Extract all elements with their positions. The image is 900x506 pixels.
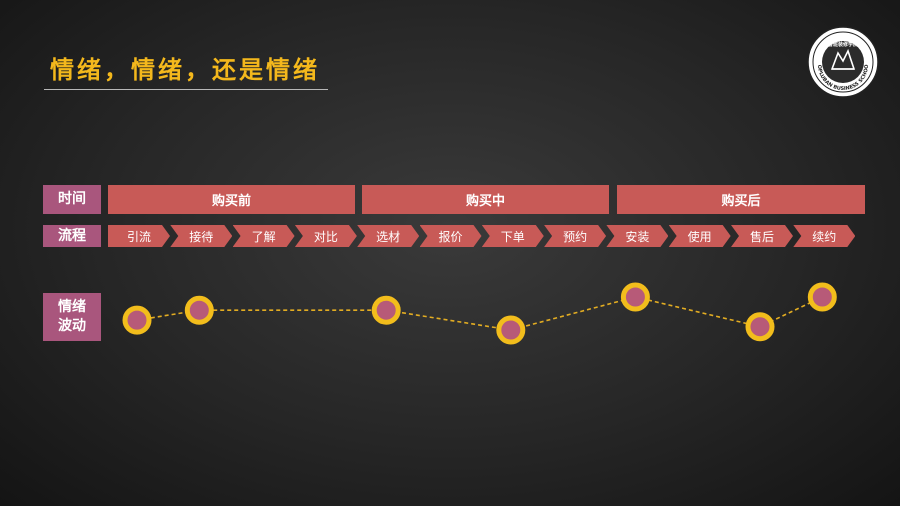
emotion-point-1: [184, 295, 214, 325]
step-shiyong: 使用: [669, 225, 731, 247]
page-title: 情绪，情绪，还是情绪: [50, 56, 320, 84]
phase-during-purchase: 购买中: [362, 185, 609, 214]
school-logo: 鲁班装修学院 TOPLUBAN BUSINESS SCHOOL: [806, 25, 879, 98]
logo-text: 鲁班装修学院: [828, 41, 858, 48]
emotion-line: [136, 296, 823, 331]
emotion-point-5: [745, 312, 775, 342]
phase-after-purchase: 购买后: [617, 185, 865, 214]
step-xiadan: 下单: [482, 225, 544, 247]
emotion-point-3: [496, 315, 526, 345]
row-label-process: 流程: [43, 225, 101, 247]
step-anzhuang: 安装: [606, 225, 668, 247]
emotion-point-2: [371, 295, 401, 325]
step-liaojie: 了解: [233, 225, 295, 247]
step-yuyue: 预约: [544, 225, 606, 247]
emotion-point-6: [807, 282, 837, 312]
step-yinliu: 引流: [108, 225, 170, 247]
emotion-point-4: [620, 282, 650, 312]
step-baojia: 报价: [420, 225, 482, 247]
step-duibi: 对比: [295, 225, 357, 247]
step-xuancai: 选材: [357, 225, 419, 247]
phase-before-purchase: 购买前: [108, 185, 355, 214]
row-label-emotion: 情绪 波动: [43, 293, 101, 341]
step-shouhou: 售后: [731, 225, 793, 247]
row-label-time: 时间: [43, 185, 101, 214]
step-xuyue: 续约: [793, 225, 855, 247]
step-jiedai: 接待: [170, 225, 232, 247]
title-underline: [44, 89, 328, 90]
emotion-point-0: [122, 305, 152, 335]
